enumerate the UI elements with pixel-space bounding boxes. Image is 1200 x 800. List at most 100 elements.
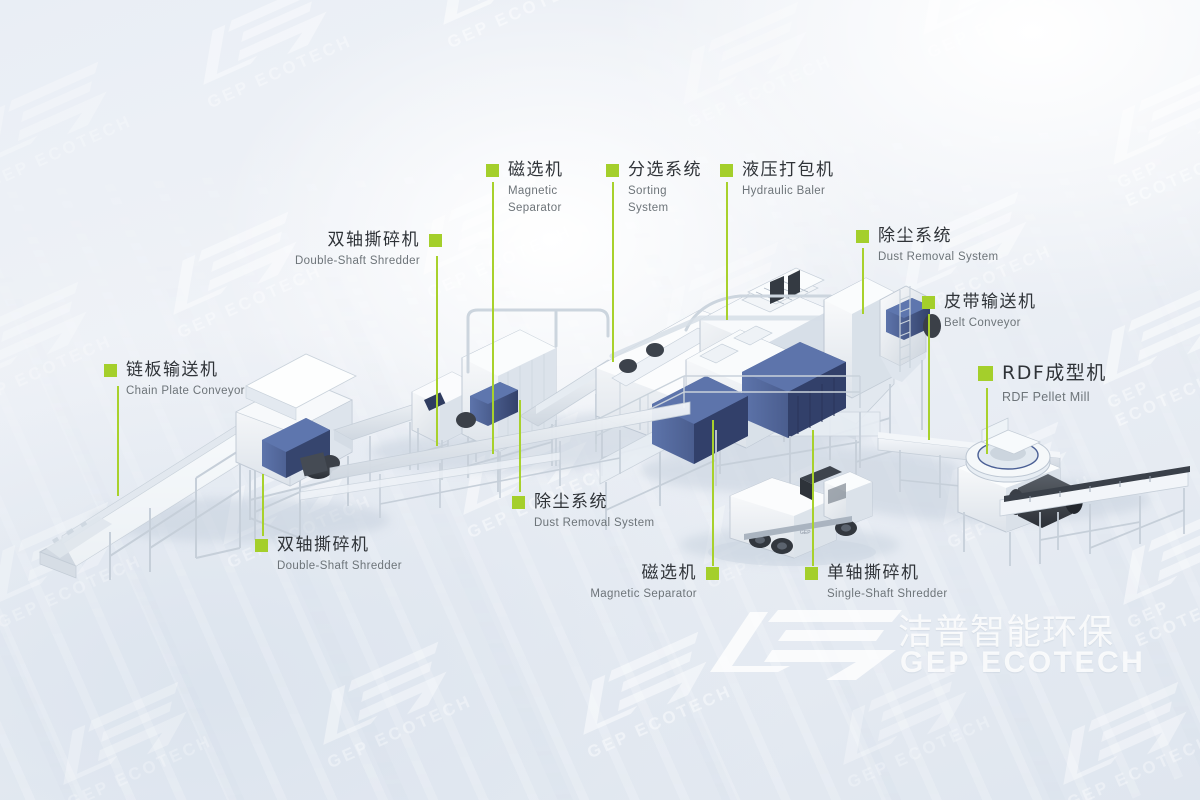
callout-label-cn: 磁选机 — [641, 563, 697, 583]
callout-label-en-line2: Separator — [508, 201, 562, 214]
output-belt-conveyor — [999, 466, 1190, 564]
shredder-motor-2 — [652, 376, 748, 464]
watermark-tile: GEP ECOTECH — [820, 656, 996, 793]
watermark-tile: GEP ECOTECH — [1090, 59, 1200, 212]
gep-arrow-logo-icon — [683, 1, 807, 105]
leader-line-sorting-system — [612, 182, 614, 362]
gep-arrow-logo-icon — [1123, 501, 1200, 605]
callout-label-en: Belt Conveyor — [944, 317, 1021, 330]
gep-arrow-logo-icon — [173, 211, 297, 315]
main-belt-conveyor — [329, 401, 691, 518]
svg-text:GEP: GEP — [800, 530, 811, 536]
callout-label-en-line2: System — [628, 201, 669, 214]
callout-label-cn: 分选系统 — [628, 160, 702, 180]
callout-label-cn: 磁选机 — [508, 160, 564, 180]
gep-arrow-logo-icon — [843, 661, 967, 765]
leader-line-dust-removal-system-top — [862, 248, 864, 314]
callout-magnetic-separator-top[interactable]: 磁选机 Magnetic Separator — [486, 160, 564, 217]
bullet-square-icon — [805, 567, 818, 581]
callout-label-en: Chain Plate Conveyor — [126, 385, 245, 398]
gep-arrow-logo-icon — [63, 681, 187, 785]
brand-name-cn: 洁普智能环保 — [898, 613, 1115, 653]
gep-arrow-logo-icon — [323, 641, 447, 745]
bullet-square-icon — [706, 567, 719, 581]
watermark-tile: GEP ECOTECH — [900, 0, 1076, 63]
leader-line-dust-removal-system-bottom — [519, 400, 521, 492]
callout-label-en: Double-Shaft Shredder — [277, 560, 402, 573]
lower-cross-conveyor — [299, 451, 561, 501]
callout-label-en: Hydraulic Baler — [742, 185, 826, 198]
watermark-tile: GEP ECOTECH — [660, 0, 836, 133]
leader-line-hydraulic-baler — [726, 182, 728, 320]
bullet-square-icon — [922, 296, 935, 310]
gep-arrow-logo-icon — [0, 61, 107, 165]
bullet-square-icon — [978, 366, 993, 382]
callout-label-en-line1: Sorting — [628, 185, 667, 198]
callout-label-cn: 链板输送机 — [126, 360, 219, 380]
gep-arrow-logo-icon — [923, 0, 1047, 35]
callout-chain-plate-conveyor[interactable]: 链板输送机 Chain Plate Conveyor — [104, 360, 245, 400]
watermark-tile: GEP ECOTECH — [180, 0, 356, 113]
gep-arrow-logo-icon — [0, 281, 87, 385]
gep-arrow-logo-icon — [443, 0, 567, 25]
gep-arrow-logo-icon — [710, 610, 902, 680]
callout-dust-removal-system-top[interactable]: 除尘系统 Dust Removal System — [856, 226, 998, 266]
callout-belt-conveyor[interactable]: 皮带输送机 Belt Conveyor — [922, 292, 1037, 332]
callout-label-cn: 除尘系统 — [878, 226, 952, 246]
callout-double-shaft-shredder-bottom[interactable]: 双轴撕碎机 Double-Shaft Shredder — [255, 535, 402, 575]
shredder-motors — [742, 342, 846, 438]
gep-arrow-logo-icon — [203, 0, 327, 85]
bullet-square-icon — [856, 230, 869, 244]
leader-line-double-shaft-shredder-bottom — [262, 474, 264, 536]
brand-watermark: 洁普智能环保 GEP ECOTECH — [706, 606, 1146, 690]
callout-single-shaft-shredder[interactable]: 单轴撕碎机 Single-Shaft Shredder — [805, 563, 948, 603]
leader-line-magnetic-separator-top — [492, 182, 494, 454]
gep-arrow-logo-icon — [1113, 61, 1200, 165]
leader-line-single-shaft-shredder — [812, 430, 814, 566]
watermark-tile: GEP ECOTECH — [420, 0, 596, 53]
bullet-square-icon — [720, 164, 733, 178]
callout-hydraulic-baler[interactable]: 液压打包机 Hydraulic Baler — [720, 160, 835, 200]
transport-truck: GEP — [708, 466, 876, 566]
bullet-square-icon — [486, 164, 499, 178]
bullet-square-icon — [606, 164, 619, 178]
watermark-tile: GEP ECOTECH — [150, 206, 326, 343]
gep-arrow-logo-icon — [1063, 681, 1187, 785]
leader-line-chain-plate-conveyor — [117, 386, 119, 496]
dust-removal-tower — [823, 277, 941, 478]
bullet-square-icon — [429, 234, 442, 248]
gep-arrow-logo-icon — [1103, 281, 1200, 385]
leader-line-magnetic-separator-bottom — [712, 420, 714, 566]
leader-line-belt-conveyor — [928, 314, 930, 440]
bullet-square-icon — [255, 539, 268, 553]
callout-label-cn: 双轴撕碎机 — [277, 535, 370, 555]
watermark-tile: GEP ECOTECH — [1100, 499, 1200, 652]
bullet-square-icon — [104, 364, 117, 378]
callout-label-en: RDF Pellet Mill — [1002, 389, 1090, 404]
watermark-tile: GEP ECOTECH — [1080, 279, 1200, 432]
callout-label-cn: 除尘系统 — [534, 492, 608, 512]
callout-label-en: Dust Removal System — [878, 251, 999, 264]
callout-label-cn: 单轴撕碎机 — [827, 563, 920, 583]
callout-label-cn: 皮带输送机 — [944, 292, 1037, 312]
bullet-square-icon — [512, 496, 525, 510]
callout-label-en-line1: Magnetic — [508, 185, 558, 198]
callout-label-en: Magnetic Separator — [590, 588, 697, 601]
watermark-tile: GEP ECOTECH — [880, 186, 1056, 323]
watermark-tile: GEP ECOTECH — [1040, 676, 1200, 800]
double-shaft-shredder-1 — [235, 353, 357, 540]
watermark-tile: GEP ECOTECH — [0, 56, 136, 193]
callout-label-en: Double-Shaft Shredder — [295, 255, 420, 268]
callout-rdf-pellet-mill[interactable]: RDF成型机 RDF Pellet Mill — [978, 362, 1107, 406]
callout-dust-removal-system-bottom[interactable]: 除尘系统 Dust Removal System — [512, 492, 654, 532]
callout-label-cn: RDF成型机 — [1002, 362, 1107, 384]
callout-label-en: Single-Shaft Shredder — [827, 588, 948, 601]
gep-arrow-logo-icon — [583, 631, 707, 735]
watermark-tile: GEP ECOTECH — [560, 626, 736, 763]
single-shaft-shredder-unit — [595, 325, 881, 530]
callout-sorting-system[interactable]: 分选系统 Sorting System — [606, 160, 702, 217]
callout-magnetic-separator-bottom[interactable]: 磁选机 Magnetic Separator — [565, 563, 719, 603]
callout-double-shaft-shredder-top[interactable]: 双轴撕碎机 Double-Shaft Shredder — [260, 230, 442, 270]
